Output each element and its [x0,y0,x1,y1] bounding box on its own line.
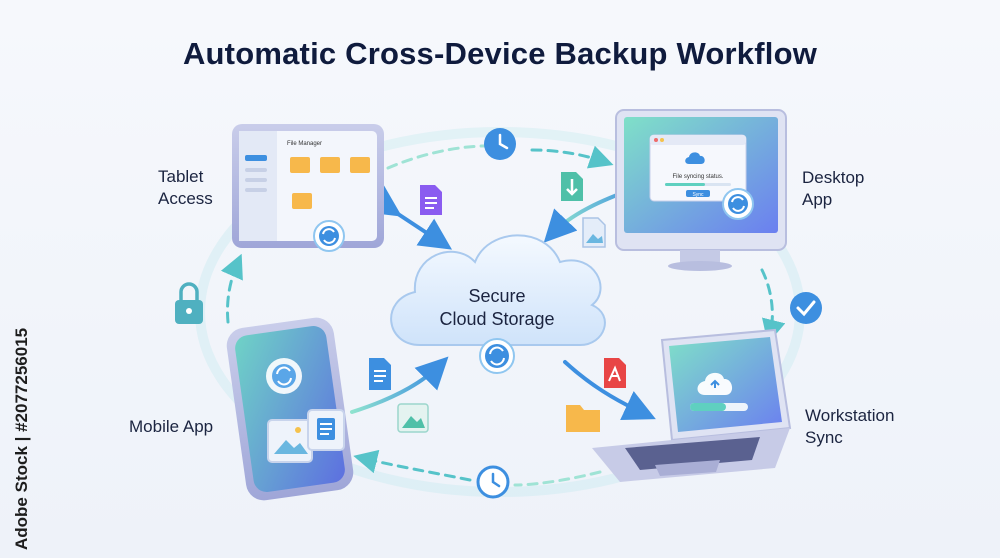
document-icon [307,409,345,451]
arrow-cloud-workstation [563,360,656,421]
arrow-clock-to-mobile [353,449,472,482]
arrow-cloud-tablet [366,185,453,250]
sync-icon [313,220,345,252]
folder-icon [290,157,370,209]
clock-icon [476,465,510,499]
page-title: Automatic Cross-Device Backup Workflow [182,36,818,71]
image-icon [582,217,606,248]
tablet-screen-title: File Manager [287,141,322,147]
cloud-title-line2: Cloud Storage [439,309,554,329]
arrow-workstation-to-mobile [513,470,602,487]
sync-icon [722,188,754,220]
label-tablet-line2: Access [158,189,213,208]
arrow-tablet-to-desktop [386,144,497,170]
watermark: Adobe Stock | #2077256015 [12,327,31,550]
tablet-device: File Manager [232,124,384,252]
label-workstation-line1: Workstation [805,406,895,425]
label-tablet: Tablet Access [158,166,213,210]
label-mobile-line1: Mobile App [129,417,214,436]
sync-icon [479,338,515,374]
label-desktop-line2: App [802,190,833,209]
check-icon [790,292,822,324]
lock-icon [175,282,203,324]
pdf-icon [604,358,626,388]
document-icon [369,358,391,390]
arrow-desktop-to-workstation [760,268,786,344]
label-workstation-line2: Sync [805,428,843,447]
arrow-mobile-to-tablet [220,253,243,324]
label-workstation: Workstation Sync [805,405,894,449]
desktop-dialog-text: File syncing status. [672,174,723,180]
cloud-title-line1: Secure [468,286,525,306]
label-mobile: Mobile App [129,416,213,438]
cloud-storage: Secure Cloud Storage [390,234,606,374]
image-icon [397,403,429,433]
arrow-mobile-cloud [350,356,449,414]
label-desktop-line1: Desktop [802,168,865,187]
label-tablet-line1: Tablet [158,167,204,186]
desktop-dialog-button[interactable]: Sync [692,192,704,198]
workstation-device [592,328,792,482]
label-desktop: Desktop App [802,167,864,211]
sync-icon [266,358,302,394]
document-icon [420,185,442,215]
clock-icon [484,128,516,160]
mobile-device [226,317,354,501]
image-icon [267,419,313,463]
cloud-icon [697,372,733,395]
download-icon [561,172,583,201]
desktop-device: File syncing status. Sync [615,109,787,271]
cloud-icon [685,152,705,164]
folder-icon [566,405,600,432]
arrow-clock-to-desktop [530,145,614,169]
cloud-arrows [350,184,656,421]
